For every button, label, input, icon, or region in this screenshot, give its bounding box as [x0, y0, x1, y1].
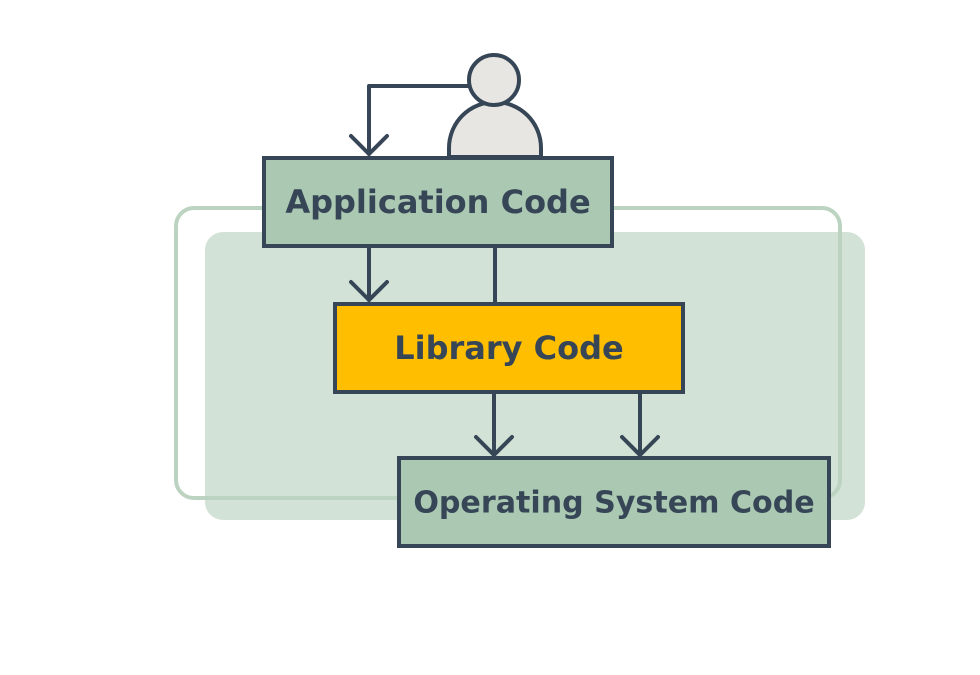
library-to-os-arrow-right	[620, 391, 660, 457]
library-to-os-arrow-left	[474, 391, 514, 457]
application-code-label: Application Code	[285, 183, 590, 221]
operating-system-code-box: Operating System Code	[397, 456, 831, 548]
application-code-box: Application Code	[262, 156, 614, 248]
user-icon	[447, 53, 543, 159]
app-to-library-arrow	[349, 245, 389, 302]
user-to-app-arrow	[349, 84, 471, 156]
operating-system-code-label: Operating System Code	[413, 486, 814, 521]
library-code-box: Library Code	[333, 302, 685, 394]
library-code-label: Library Code	[394, 329, 624, 367]
